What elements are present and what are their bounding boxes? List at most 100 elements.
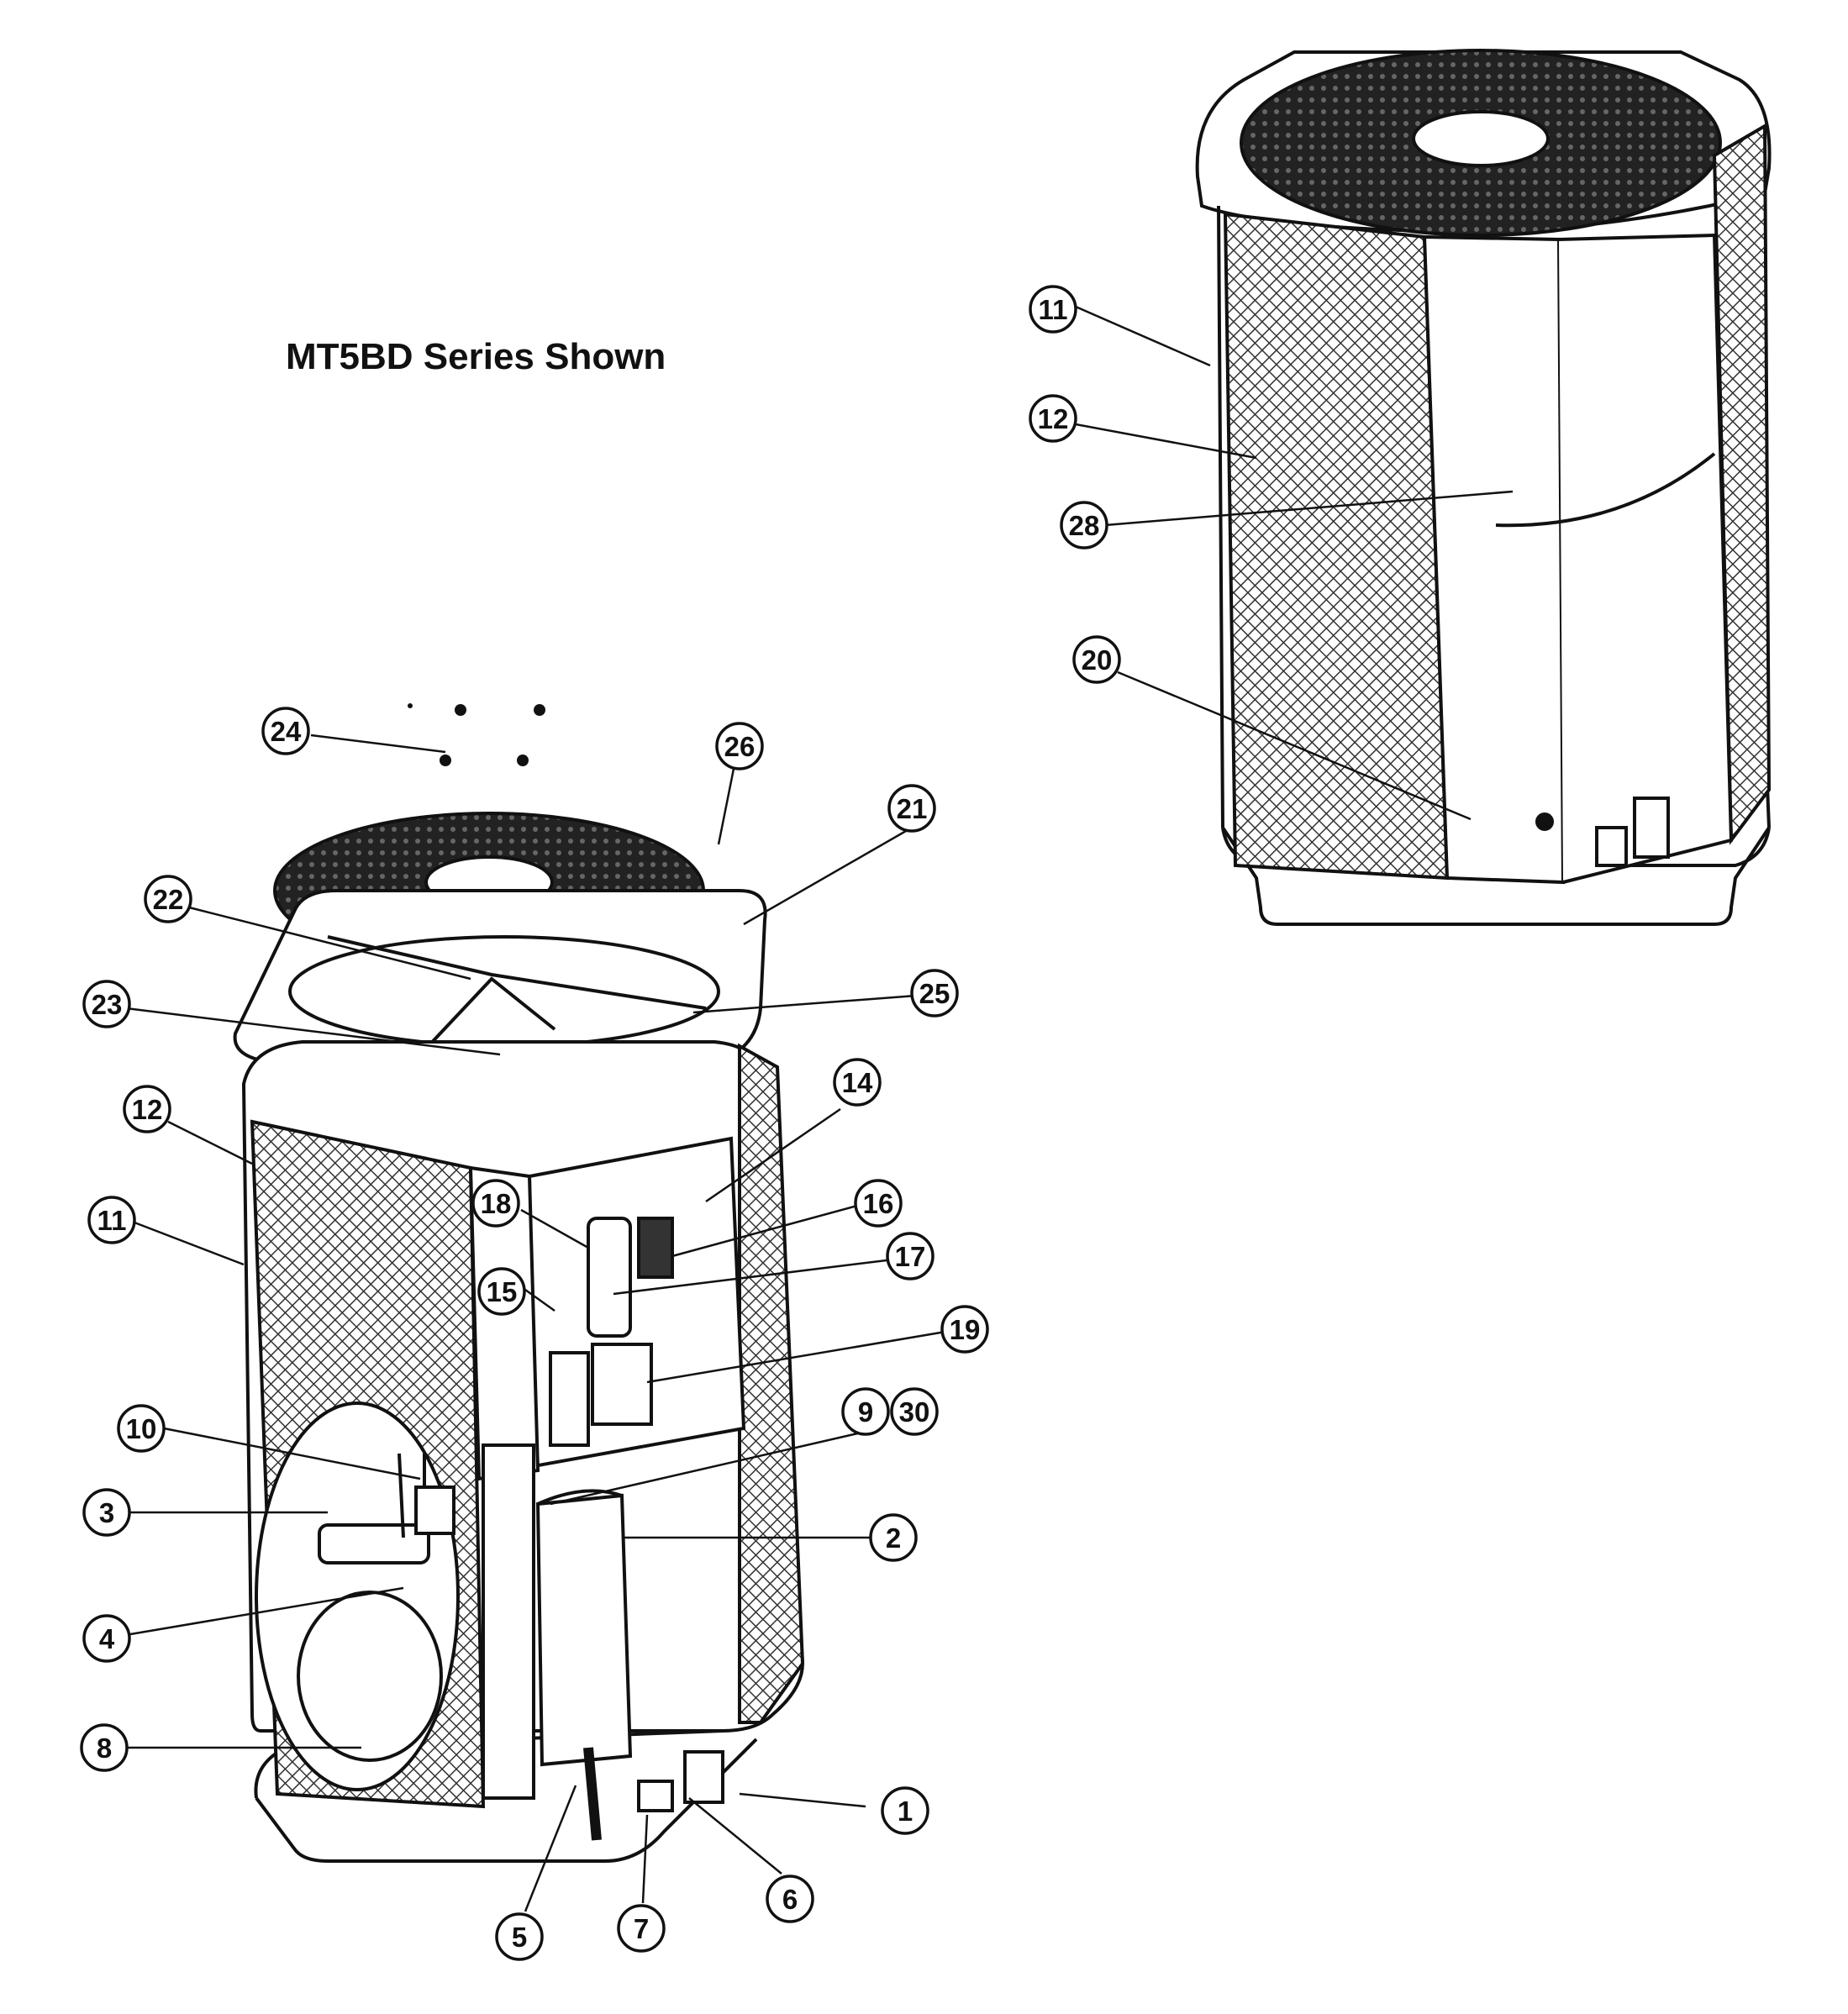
suction-service-valve: [683, 1750, 724, 1804]
diagram-title: MT5BD Series Shown: [286, 336, 666, 377]
leader-20: [1117, 670, 1472, 821]
callout-20-text: 20: [1082, 644, 1113, 676]
callout-4: 4: [82, 1614, 131, 1663]
callout-11-top: 11: [1029, 285, 1077, 334]
callout-23-text: 23: [92, 989, 123, 1020]
leader-4: [129, 1586, 404, 1636]
assembled-access-panel-right: [1558, 233, 1734, 884]
callout-10: 10: [117, 1404, 166, 1453]
callout-18-text: 18: [481, 1188, 512, 1219]
leader-23: [125, 1007, 501, 1056]
reversing-valve: [318, 1523, 430, 1564]
contactor: [637, 1217, 674, 1279]
callout-16: 16: [854, 1179, 903, 1228]
callout-7-text: 7: [634, 1913, 649, 1944]
callout-28-text: 28: [1069, 510, 1100, 541]
liquid-line: [583, 1747, 602, 1841]
run-capacitor: [587, 1217, 632, 1338]
callout-23: 23: [82, 980, 131, 1028]
liquid-service-valve: [637, 1780, 674, 1812]
compressor-top: [537, 1489, 623, 1506]
leader-24: [310, 734, 446, 754]
assembled-service-valve-small: [1595, 826, 1628, 867]
leader-12-top: [1075, 423, 1257, 460]
callout-8: 8: [80, 1723, 129, 1772]
leader-14: [705, 1107, 841, 1203]
callout-3-text: 3: [99, 1497, 114, 1528]
callout-12-top-text: 12: [1038, 403, 1069, 434]
callout-4-text: 4: [99, 1623, 115, 1654]
callout-15: 15: [477, 1267, 526, 1316]
assembled-access-panel-left: [1422, 234, 1566, 885]
callout-17: 17: [886, 1232, 935, 1280]
leader-6: [688, 1797, 782, 1875]
control-box-side: [468, 1165, 540, 1481]
leader-11: [134, 1221, 245, 1266]
callout-21-text: 21: [897, 793, 928, 824]
callout-6: 6: [766, 1875, 814, 1923]
assembled-fan-hub: [1412, 110, 1550, 167]
assembled-unit: [1195, 49, 1772, 926]
callout-2-text: 2: [886, 1522, 901, 1554]
callout-24: 24: [261, 707, 310, 755]
callout-1-text: 1: [898, 1796, 913, 1827]
callout-3: 3: [82, 1488, 131, 1537]
callout-14-text: 14: [842, 1067, 873, 1098]
leader-16: [671, 1204, 858, 1258]
leader-1: [739, 1792, 866, 1808]
leader-26: [717, 760, 737, 845]
assembled-service-valve-large: [1633, 797, 1670, 859]
leader-5: [524, 1785, 577, 1912]
callout-30-text: 30: [899, 1396, 930, 1428]
callout-22: 22: [144, 875, 192, 923]
callout-17-text: 17: [895, 1241, 926, 1272]
leader-28: [1104, 490, 1514, 527]
leader-10: [163, 1427, 421, 1480]
fan-guard-bolts: [408, 703, 545, 766]
accumulator: [297, 1591, 443, 1762]
callout-14: 14: [833, 1058, 882, 1107]
callouts: 11 12 28 20 24 26 21 22 25 23 12 11 14 1…: [80, 285, 1121, 1961]
callout-10-text: 10: [126, 1413, 157, 1444]
leader-15: [524, 1288, 555, 1312]
callout-26: 26: [715, 722, 764, 770]
leader-18: [520, 1208, 589, 1249]
callout-28: 28: [1060, 501, 1108, 550]
callout-19: 19: [940, 1305, 989, 1354]
callout-25: 25: [910, 969, 959, 1018]
callout-24-text: 24: [271, 716, 302, 747]
callout-11: 11: [87, 1196, 136, 1244]
callout-8-text: 8: [97, 1733, 112, 1764]
fan-blade-long: [327, 935, 707, 1010]
solenoid-coil: [414, 1486, 455, 1535]
leader-9: [550, 1431, 862, 1506]
leader-7: [641, 1814, 649, 1904]
leader-12: [167, 1120, 253, 1165]
defrost-control-board: [591, 1343, 653, 1426]
callout-7: 7: [617, 1904, 666, 1953]
leader-21: [743, 826, 913, 926]
callout-12-top: 12: [1029, 394, 1077, 443]
callout-26-text: 26: [724, 731, 756, 762]
callout-9: 9: [841, 1387, 890, 1436]
callout-1: 1: [881, 1786, 929, 1835]
callout-6-text: 6: [782, 1884, 798, 1915]
callout-11-top-text: 11: [1039, 294, 1068, 325]
leader-17: [613, 1259, 887, 1296]
callout-21: 21: [887, 784, 936, 833]
base-pan: [255, 1738, 758, 1863]
terminal-block: [549, 1351, 590, 1447]
callout-25-text: 25: [919, 978, 950, 1009]
callout-11-text: 11: [97, 1205, 127, 1236]
coil-guard-mesh-right: [738, 1043, 805, 1724]
leader-19: [646, 1330, 946, 1384]
callout-12-text: 12: [132, 1094, 163, 1125]
callout-5: 5: [495, 1912, 544, 1961]
assembled-gauge-port: [1535, 812, 1554, 831]
assembled-mesh-panel-left: [1223, 212, 1450, 881]
leader-lines: [125, 305, 1514, 1912]
callout-18: 18: [471, 1179, 520, 1228]
callout-2: 2: [869, 1513, 918, 1562]
